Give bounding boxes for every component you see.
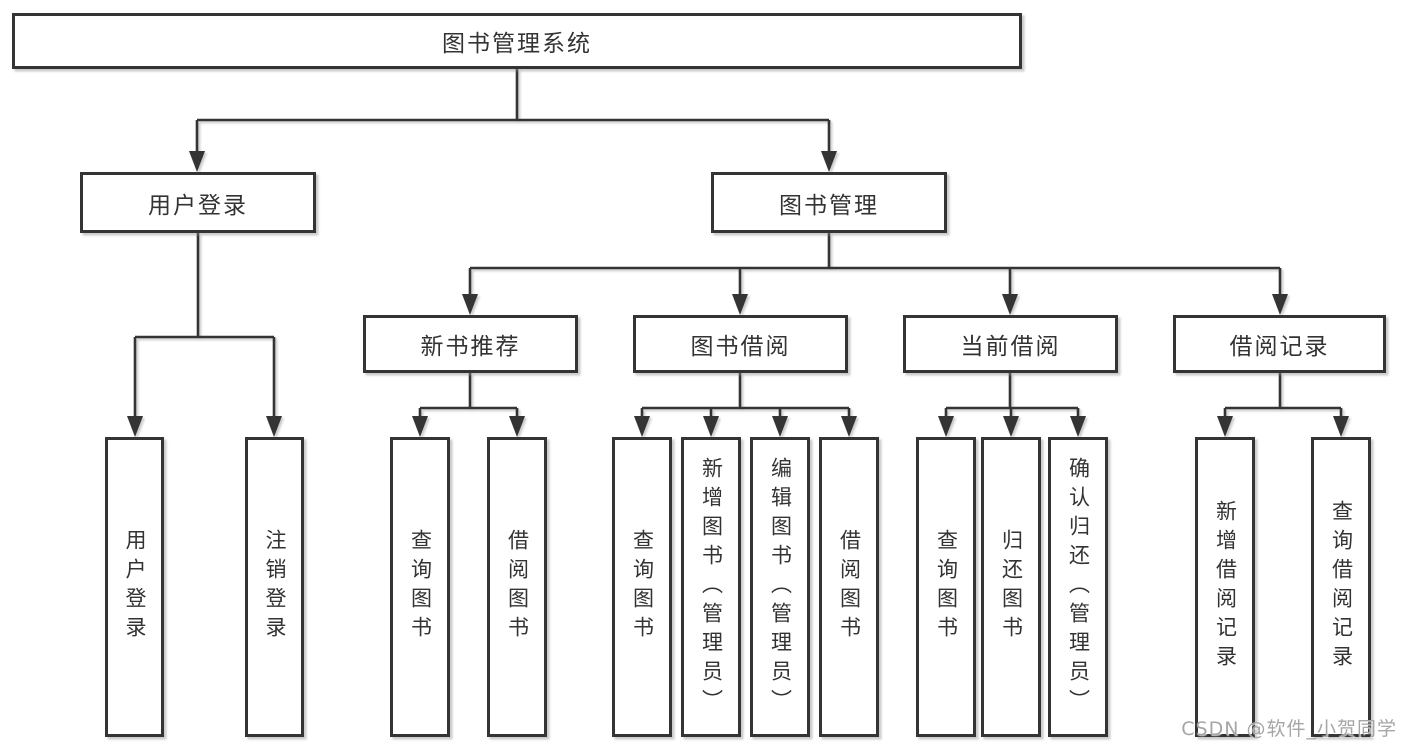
node-label: 当前借阅 — [960, 334, 1061, 360]
arrowhead-icon — [1003, 416, 1019, 437]
node-label: 用户登录 — [148, 192, 248, 219]
leaf-add-borrow-record: 新增借阅记录 — [1195, 437, 1255, 737]
leaf-label: 编辑图书（管理员） — [768, 456, 793, 718]
leaf-return-books: 归还图书 — [981, 437, 1041, 737]
node-library-management-system: 图书管理系统 — [12, 13, 1022, 69]
leaf-borrow-books: 借阅图书 — [819, 437, 879, 737]
node-label: 新书推荐 — [420, 334, 521, 360]
arrowhead-icon — [189, 151, 205, 172]
arrowhead-icon — [462, 294, 478, 315]
leaf-query-books-recommend: 查询图书 — [390, 437, 450, 737]
leaf-label: 用户登录 — [123, 529, 148, 645]
leaf-query-books-borrow: 查询图书 — [612, 437, 672, 737]
arrowhead-icon — [1217, 416, 1233, 437]
node-current-borrowing: 当前借阅 — [903, 315, 1118, 373]
arrowhead-icon — [1002, 294, 1018, 315]
leaf-borrow-books-recommend: 借阅图书 — [487, 437, 547, 737]
leaf-label: 注销登录 — [263, 529, 288, 645]
arrowhead-icon — [703, 416, 719, 437]
arrowhead-icon — [412, 416, 428, 437]
arrowhead-icon — [1070, 416, 1086, 437]
node-label: 图书借阅 — [690, 334, 791, 360]
arrowhead-icon — [772, 416, 788, 437]
leaf-edit-books-admin: 编辑图书（管理员） — [750, 437, 810, 737]
leaf-label: 查询图书 — [408, 529, 433, 645]
arrowhead-icon — [821, 151, 837, 172]
node-book-borrowing: 图书借阅 — [633, 315, 848, 373]
arrowhead-icon — [634, 416, 650, 437]
leaf-label: 查询借阅记录 — [1329, 500, 1354, 674]
leaf-add-books-admin: 新增图书（管理员） — [681, 437, 741, 737]
leaf-label: 新增图书（管理员） — [699, 456, 724, 718]
leaf-label: 查询图书 — [934, 529, 959, 645]
leaf-query-books-current: 查询图书 — [916, 437, 976, 737]
arrowhead-icon — [938, 416, 954, 437]
leaf-logout: 注销登录 — [245, 437, 304, 737]
node-borrowing-records: 借阅记录 — [1173, 315, 1386, 373]
arrowhead-icon — [1333, 416, 1349, 437]
arrowhead-icon — [127, 416, 143, 437]
leaf-label: 借阅图书 — [837, 529, 862, 645]
leaf-label: 确认归还（管理员） — [1066, 456, 1091, 718]
arrowhead-icon — [266, 416, 282, 437]
arrowhead-icon — [509, 416, 525, 437]
node-label: 图书管理系统 — [442, 31, 592, 57]
arrowhead-icon — [841, 416, 857, 437]
leaf-query-borrow-record: 查询借阅记录 — [1311, 437, 1371, 737]
node-user-login-branch: 用户登录 — [80, 172, 316, 233]
arrowhead-icon — [1272, 294, 1288, 315]
node-label: 图书管理 — [779, 192, 879, 219]
leaf-confirm-return-admin: 确认归还（管理员） — [1048, 437, 1108, 737]
node-label: 借阅记录 — [1229, 334, 1330, 360]
leaf-label: 借阅图书 — [505, 529, 530, 645]
node-book-management-branch: 图书管理 — [711, 172, 947, 233]
leaf-label: 查询图书 — [630, 529, 655, 645]
leaf-label: 新增借阅记录 — [1213, 500, 1238, 674]
leaf-user-login: 用户登录 — [105, 437, 164, 737]
arrowhead-icon — [732, 294, 748, 315]
leaf-label: 归还图书 — [999, 529, 1024, 645]
node-new-book-recommendation: 新书推荐 — [363, 315, 578, 373]
csdn-watermark: CSDN @软件_小贺同学 — [1181, 718, 1397, 740]
